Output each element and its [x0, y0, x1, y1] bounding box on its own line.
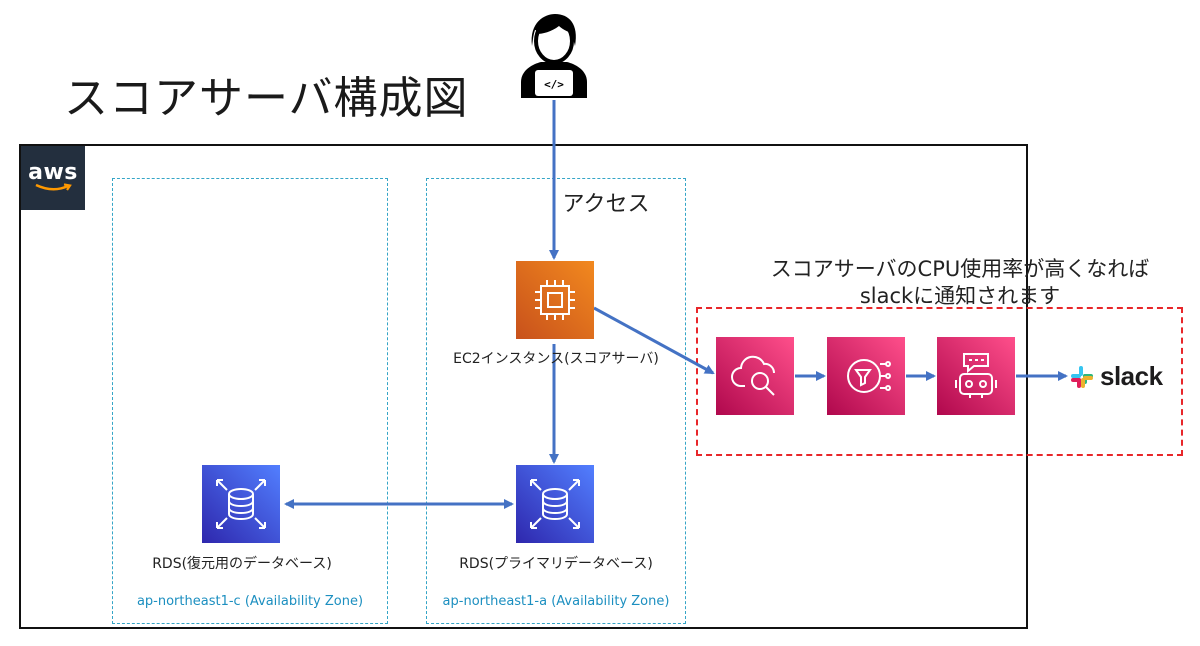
notification-group-box	[696, 307, 1183, 456]
rds-primary-label: RDS(プライマリデータベース)	[459, 556, 653, 572]
developer-user-icon: </>	[515, 8, 593, 98]
cloudwatch-icon	[716, 337, 794, 415]
aws-logo: aws	[21, 146, 85, 210]
availability-zone-a	[426, 178, 686, 624]
ec2-instance-icon	[516, 261, 594, 339]
sns-icon	[827, 337, 905, 415]
slack-logo-text: slack	[1100, 361, 1163, 391]
notification-note-line2: slackに通知されます	[859, 284, 1061, 308]
aws-cloud-frame	[19, 144, 1028, 629]
aws-smile-icon	[35, 183, 72, 191]
rds-primary-icon	[516, 465, 594, 543]
rds-restore-icon	[202, 465, 280, 543]
slack-mark-icon	[1071, 365, 1093, 388]
availability-zone-c-label: ap-northeast1-c (Availability Zone)	[136, 594, 364, 609]
access-label: アクセス	[562, 192, 650, 217]
page-title: スコアサーバ構成図	[64, 73, 469, 124]
availability-zone-a-label: ap-northeast1-a (Availability Zone)	[442, 594, 670, 609]
ec2-label: EC2インスタンス(スコアサーバ)	[453, 351, 659, 367]
svg-text:</>: </>	[544, 78, 564, 91]
chatbot-icon	[937, 337, 1015, 415]
rds-restore-label: RDS(復元用のデータベース)	[152, 556, 332, 572]
arrow-ec2-to-cloudwatch	[593, 306, 715, 375]
availability-zone-c	[112, 178, 388, 624]
notification-note-line1: スコアサーバのCPU使用率が高くなれば	[770, 257, 1150, 281]
slack-logo: slack	[1070, 361, 1163, 392]
aws-logo-text: aws	[28, 160, 78, 185]
